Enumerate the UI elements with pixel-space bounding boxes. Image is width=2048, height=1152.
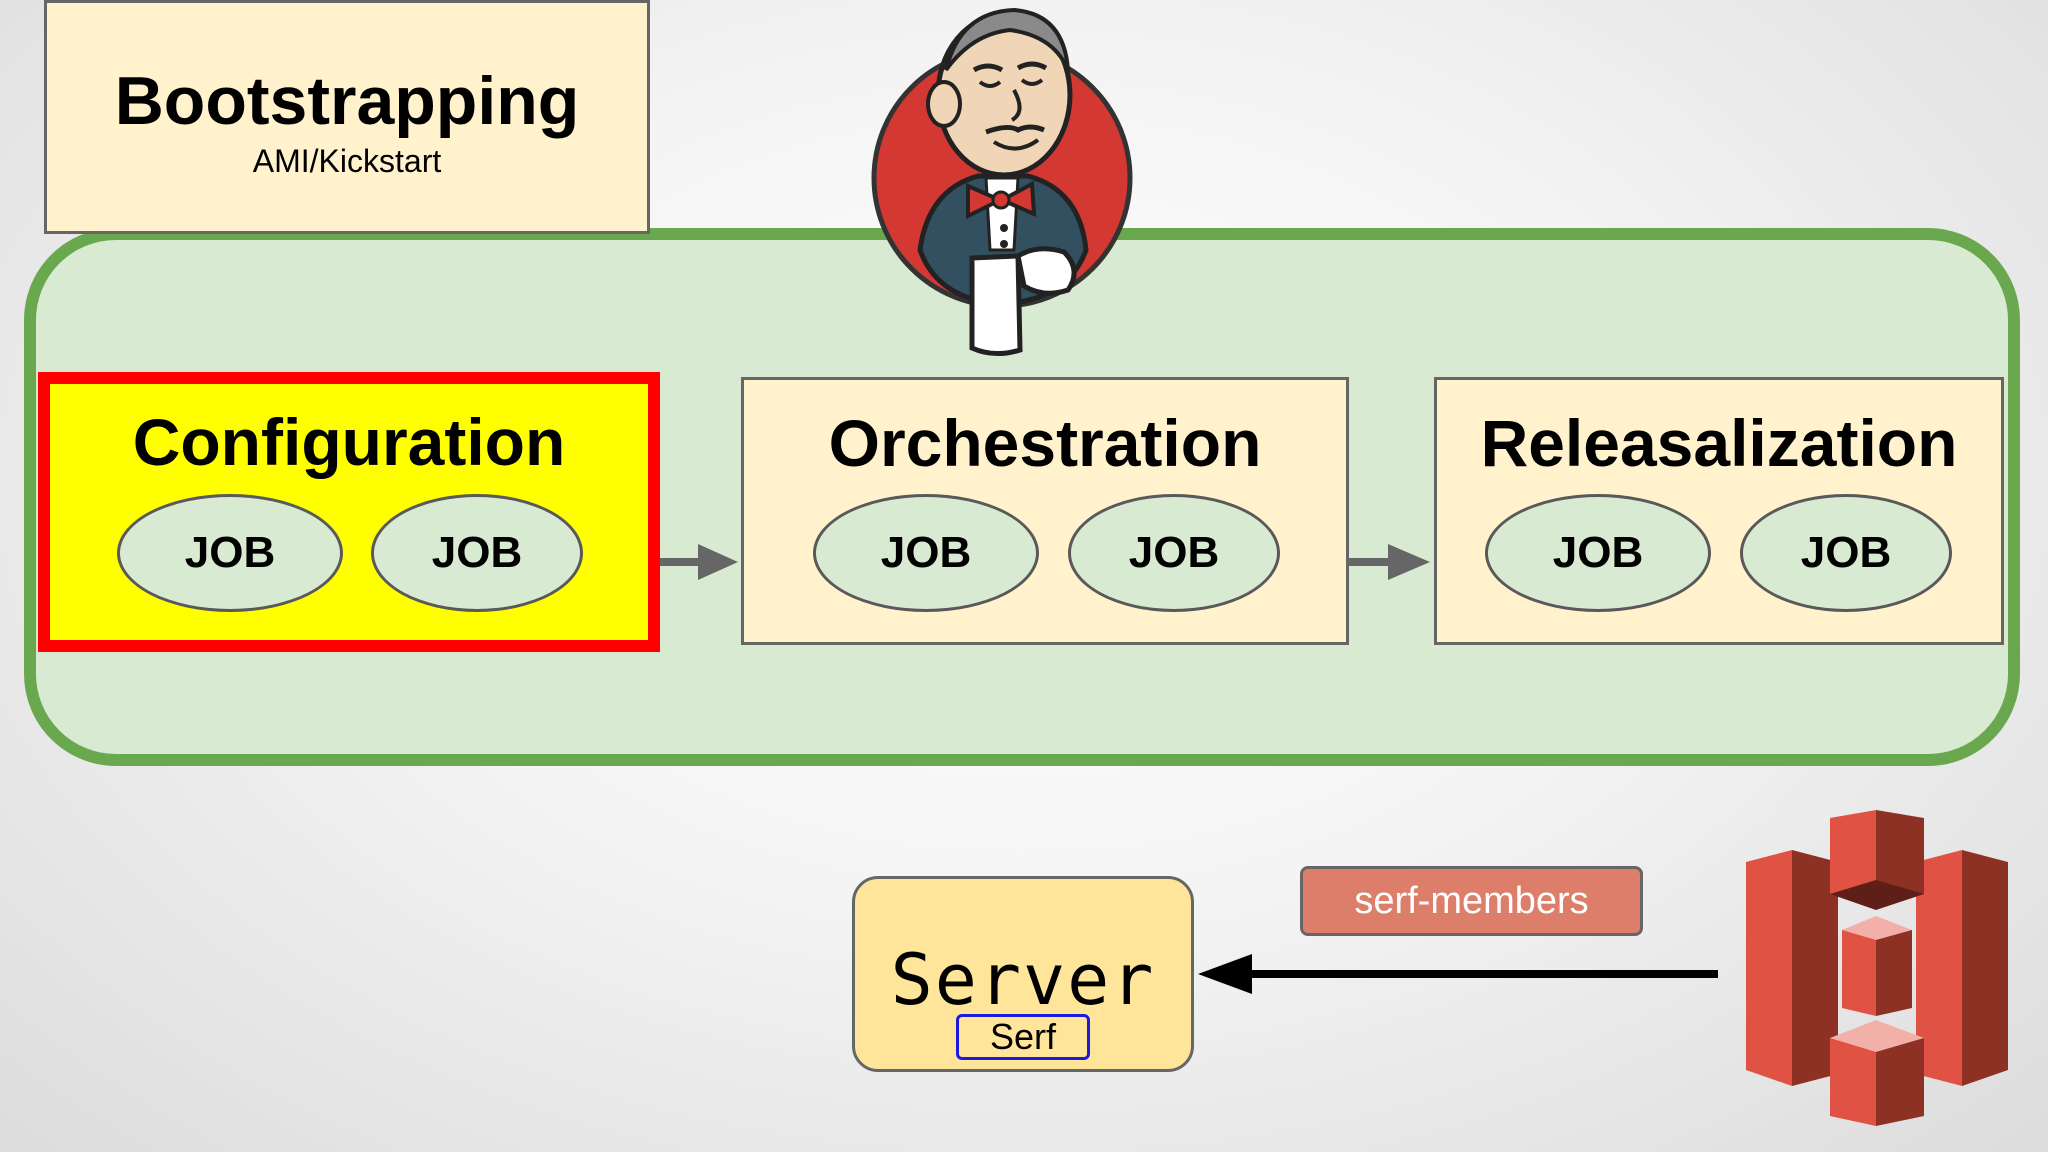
job-node: JOB xyxy=(1740,494,1952,612)
job-node: JOB xyxy=(1068,494,1280,612)
stage-title: Configuration xyxy=(132,405,566,479)
amazon-s3-bucket-icon xyxy=(1746,810,2008,1126)
server-title: Server xyxy=(890,939,1156,1021)
bootstrapping-subtitle: AMI/Kickstart xyxy=(252,143,442,179)
bootstrapping-title: Bootstrapping xyxy=(114,63,580,139)
job-node: JOB xyxy=(371,494,583,612)
bootstrapping-box: Bootstrapping AMI/Kickstart xyxy=(44,0,650,234)
stage-title: Orchestration xyxy=(828,406,1262,480)
serf-members-label: serf-members xyxy=(1300,866,1643,936)
stage-configuration: Configuration xyxy=(38,372,660,652)
stage-title: Releasalization xyxy=(1480,406,1958,480)
job-node: JOB xyxy=(813,494,1039,612)
serf-agent-tag: Serf xyxy=(956,1014,1090,1060)
stage-orchestration: Orchestration xyxy=(741,377,1349,645)
jenkins-butler-icon xyxy=(871,7,1133,356)
job-node: JOB xyxy=(1485,494,1711,612)
job-node: JOB xyxy=(117,494,343,612)
